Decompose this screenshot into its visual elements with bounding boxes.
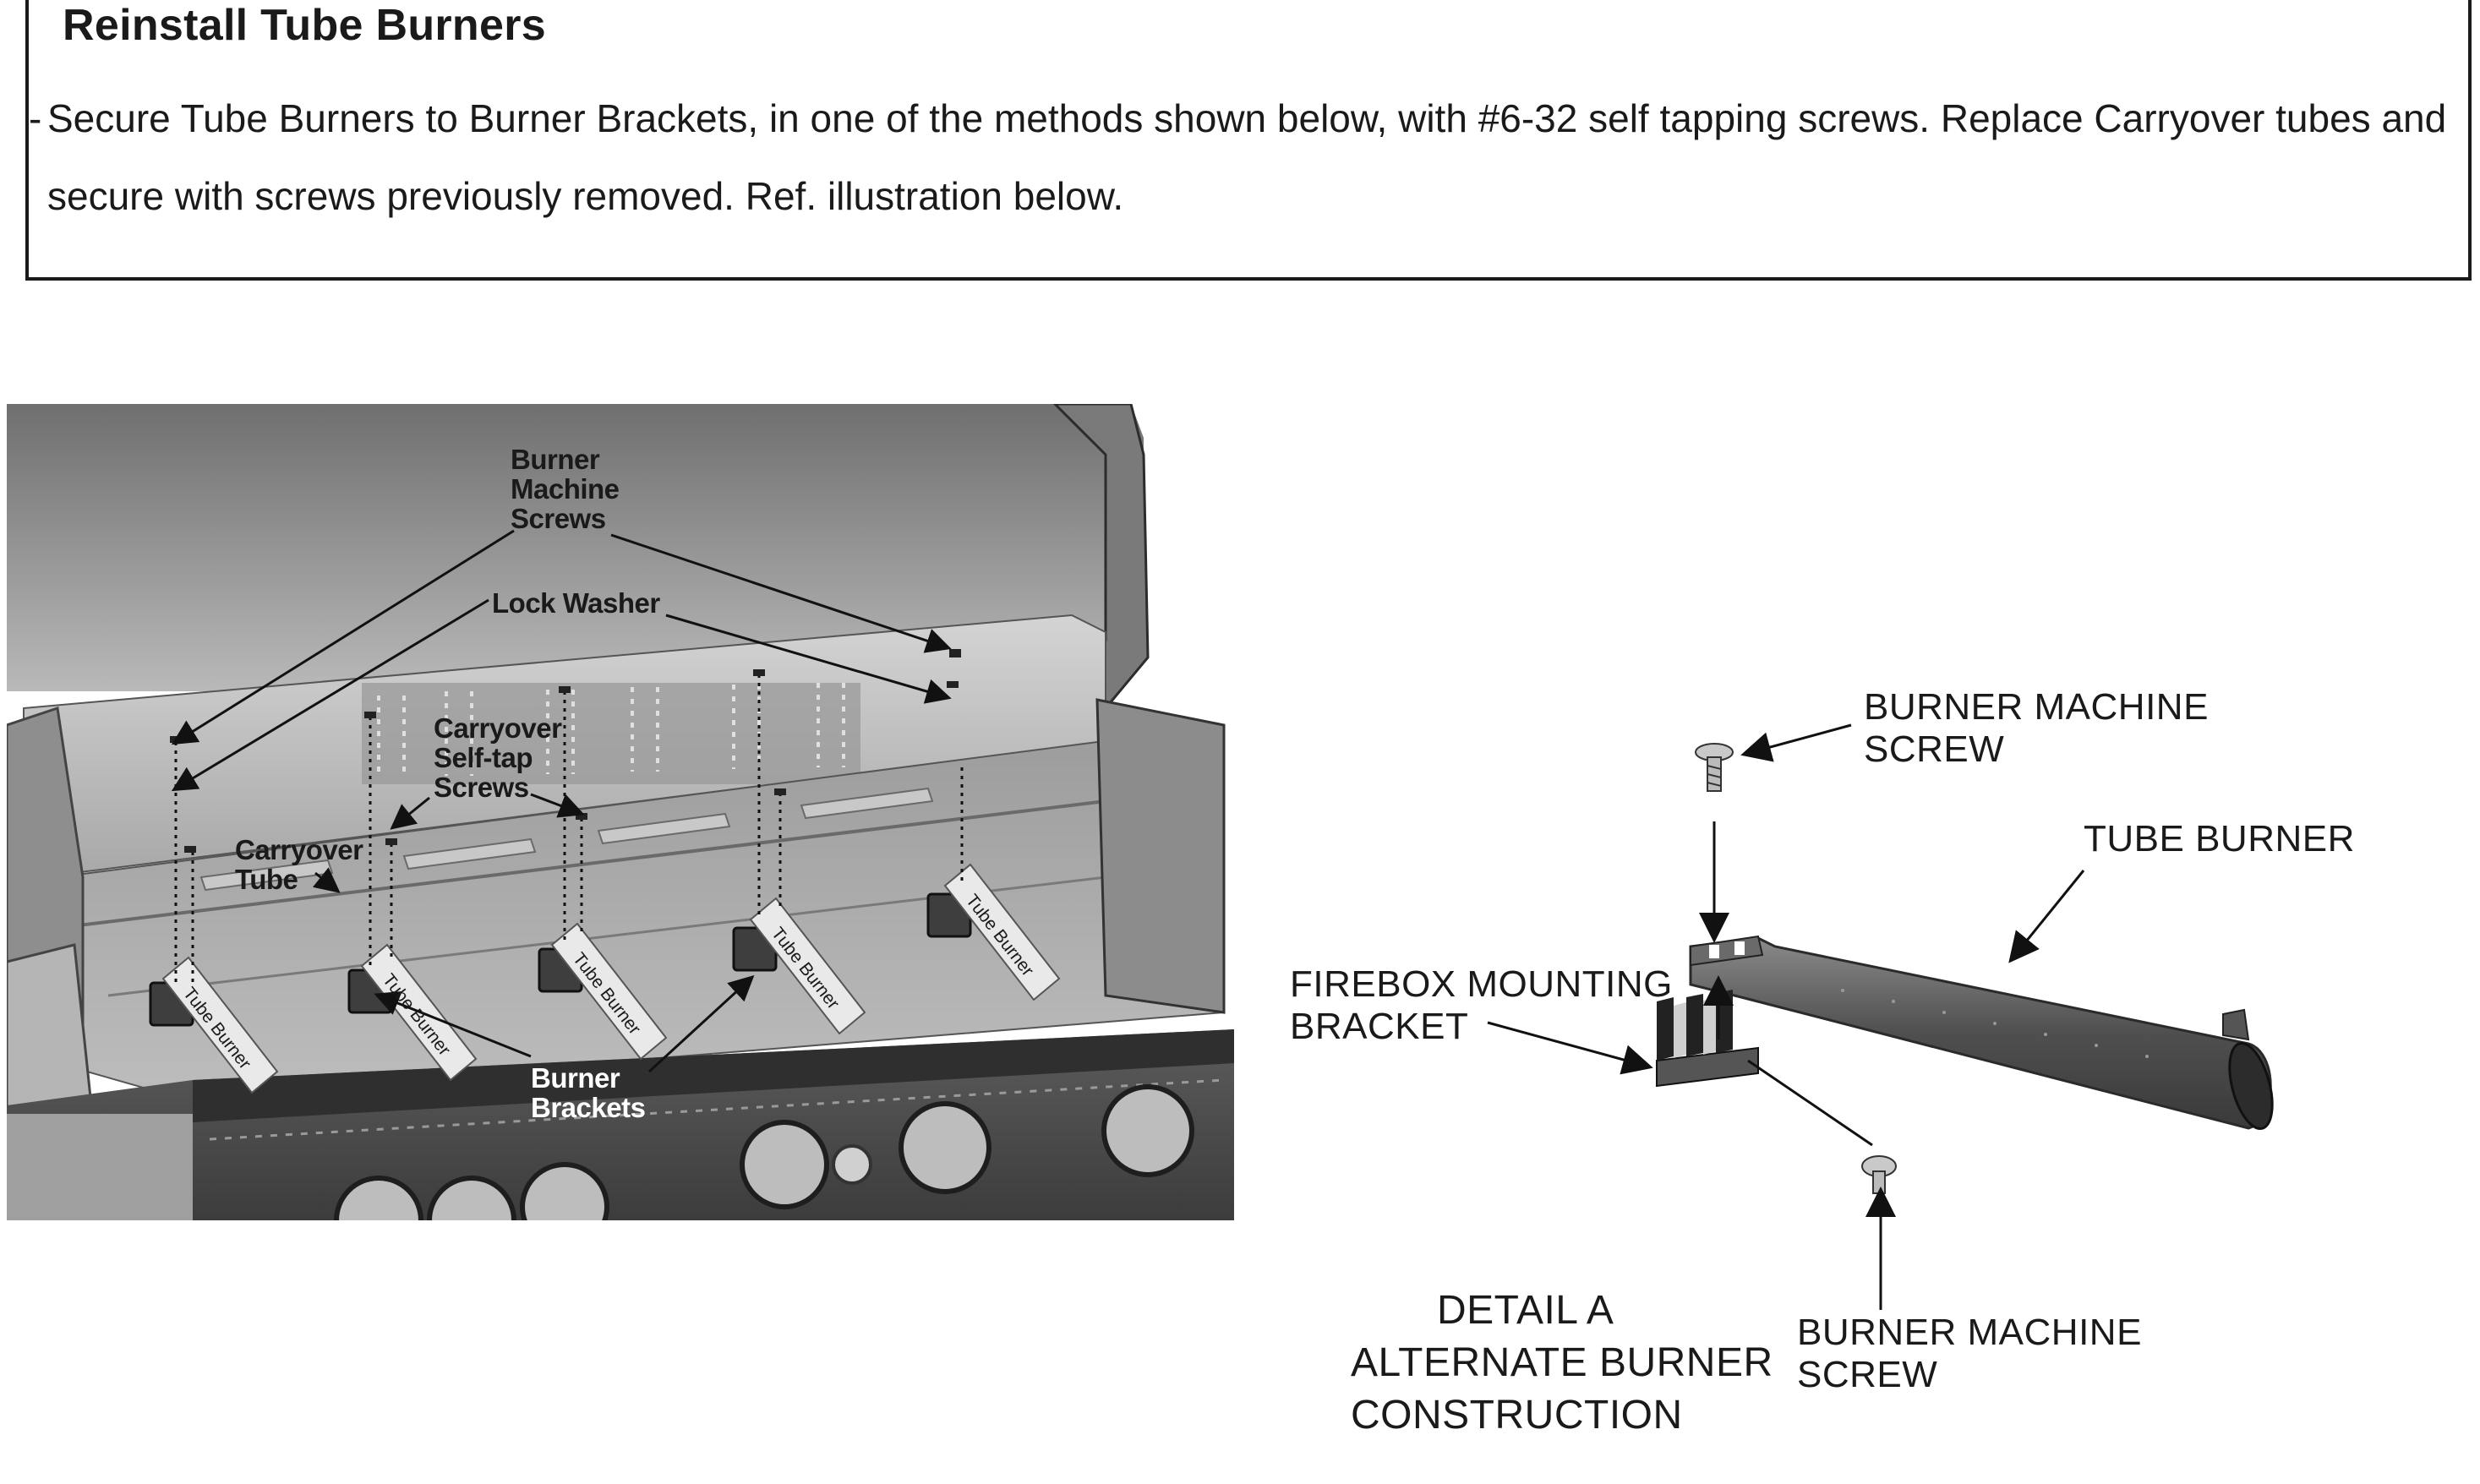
detail-drawing (1487, 723, 2274, 1310)
label-carryover-self-tap-screws: Carryover Self-tap Screws (434, 712, 562, 803)
instruction-line-1: Secure Tube Burners to Burner Brackets, … (47, 96, 2447, 140)
label-burner-machine-screw-top: BURNER MACHINE SCREW (1864, 686, 2209, 770)
instruction-line-2: secure with screws previously removed. R… (47, 174, 1124, 218)
label-carryover-tube: Carryover Tube (235, 834, 363, 895)
detail-caption-line-3: CONSTRUCTION (1351, 1393, 1683, 1438)
label-lock-washer: Lock Washer (492, 587, 660, 619)
detail-caption-line-2: ALTERNATE BURNER (1351, 1340, 1773, 1385)
instruction-bullet: - (29, 96, 42, 140)
label-tube-burner: TUBE BURNER (2084, 818, 2355, 859)
grill-drawing (7, 404, 1234, 1220)
label-burner-machine-screws: Burner Machine Screws (511, 444, 620, 534)
label-firebox-mounting-bracket: FIREBOX MOUNTING BRACKET (1290, 963, 1673, 1047)
detail-caption-line-1: DETAIL A (1437, 1288, 1614, 1333)
instruction-box: Reinstall Tube Burners - Secure Tube Bur… (25, 0, 2472, 281)
instruction-title: Reinstall Tube Burners (63, 1, 546, 50)
grill-illustration: Burner Machine Screws Lock Washer Carryo… (7, 404, 1234, 1220)
detail-a-illustration: BURNER MACHINE SCREW TUBE BURNER FIREBOX… (1251, 355, 2451, 1484)
instruction-body: - Secure Tube Burners to Burner Brackets… (29, 79, 2456, 235)
label-burner-machine-screw-bottom: BURNER MACHINE SCREW (1797, 1312, 2142, 1395)
label-burner-brackets: Burner Brackets (531, 1062, 646, 1123)
